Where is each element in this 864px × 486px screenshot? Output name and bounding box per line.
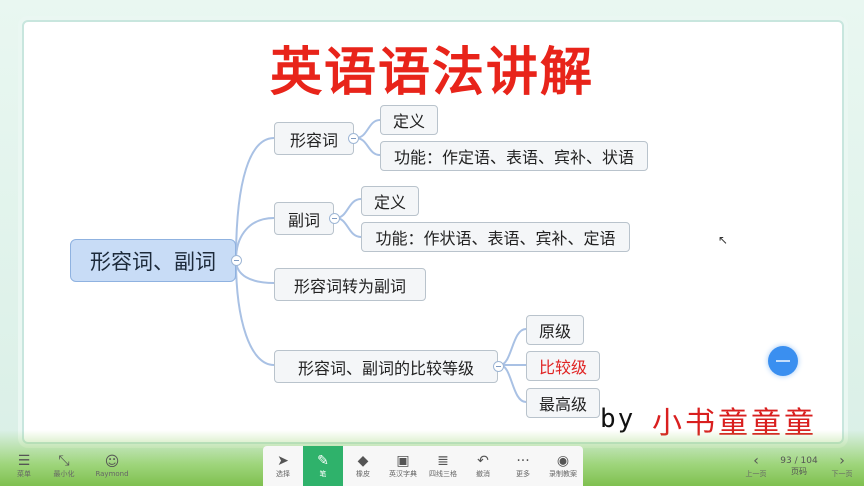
floating-assistant-button[interactable] bbox=[768, 346, 798, 376]
chevron-left-icon: ‹ bbox=[753, 453, 759, 469]
select-tool-button[interactable]: ➤ 选择 bbox=[276, 453, 290, 478]
more-button[interactable]: ··· 更多 bbox=[516, 453, 530, 478]
undo-icon: ↶ bbox=[477, 453, 489, 469]
toolbar-center: ➤ 选择 ✎ 笔 ◆ 橡皮 ▣ 英汉字典 ≣ 四线三格 ↶ 撤消 ··· 更多 … bbox=[263, 446, 583, 486]
more-icon: ··· bbox=[516, 453, 530, 469]
pen-tool-button[interactable]: ✎ 笔 bbox=[303, 446, 343, 486]
pen-icon: ✎ bbox=[317, 453, 329, 469]
collapse-toggle-comparison[interactable] bbox=[493, 361, 504, 372]
dictionary-icon: ▣ bbox=[396, 453, 410, 469]
node-adjective-to-adverb[interactable]: 形容词转为副词 bbox=[274, 268, 426, 301]
page-number: 93 / 104 bbox=[780, 455, 818, 466]
mindmap-root-node[interactable]: 形容词、副词 bbox=[70, 239, 236, 282]
record-lesson-button[interactable]: ◉ 录制教案 bbox=[549, 453, 577, 478]
node-positive-degree[interactable]: 原级 bbox=[526, 315, 584, 345]
credit-by: by bbox=[600, 404, 636, 434]
collapse-toggle-root[interactable] bbox=[231, 255, 242, 266]
node-adverb-definition[interactable]: 定义 bbox=[361, 186, 419, 216]
undo-button[interactable]: ↶ 撤消 bbox=[476, 453, 490, 478]
node-adjective-definition[interactable]: 定义 bbox=[380, 105, 438, 135]
node-superlative-degree[interactable]: 最高级 bbox=[526, 388, 600, 418]
toolbar-right: ‹ 上一页 93 / 104 页码 › 下一页 bbox=[736, 446, 862, 486]
cursor-icon: ➤ bbox=[277, 453, 289, 469]
user-avatar-button[interactable]: ☺ Raymond bbox=[95, 454, 129, 478]
record-icon: ◉ bbox=[556, 453, 570, 469]
toolbar-left: ☰ 菜单 ⤡ 最小化 ☺ Raymond bbox=[4, 446, 140, 486]
node-comparison-degrees[interactable]: 形容词、副词的比较等级 bbox=[274, 350, 498, 383]
menu-icon: ☰ bbox=[17, 453, 31, 469]
eraser-icon: ◆ bbox=[357, 453, 369, 469]
node-adjective[interactable]: 形容词 bbox=[274, 122, 354, 155]
node-comparative-degree[interactable]: 比较级 bbox=[526, 351, 600, 381]
eraser-tool-button[interactable]: ◆ 橡皮 bbox=[356, 453, 370, 478]
minimize-icon: ⤡ bbox=[58, 453, 70, 469]
minimize-button[interactable]: ⤡ 最小化 bbox=[53, 453, 75, 478]
node-adjective-function[interactable]: 功能：作定语、表语、宾补、状语 bbox=[380, 141, 648, 171]
menu-button[interactable]: ☰ 菜单 bbox=[17, 453, 31, 478]
node-adverb-function[interactable]: 功能：作状语、表语、宾补、定语 bbox=[361, 222, 630, 252]
next-page-button[interactable]: › 下一页 bbox=[831, 453, 853, 478]
prev-page-button[interactable]: ‹ 上一页 bbox=[745, 453, 767, 478]
collapse-toggle-adjective[interactable] bbox=[348, 133, 359, 144]
four-lines-button[interactable]: ≣ 四线三格 bbox=[429, 453, 457, 478]
four-lines-icon: ≣ bbox=[437, 453, 449, 469]
chevron-right-icon: › bbox=[839, 453, 845, 469]
page-label: 页码 bbox=[791, 466, 807, 476]
page-indicator[interactable]: 93 / 104 页码 bbox=[776, 446, 822, 486]
dictionary-button[interactable]: ▣ 英汉字典 bbox=[389, 453, 417, 478]
node-adverb[interactable]: 副词 bbox=[274, 202, 334, 235]
avatar-icon: ☺ bbox=[104, 454, 120, 470]
mouse-cursor-icon: ↖ bbox=[718, 233, 729, 247]
slide-title: 英语语法讲解 bbox=[269, 42, 594, 103]
collapse-toggle-adverb[interactable] bbox=[329, 213, 340, 224]
